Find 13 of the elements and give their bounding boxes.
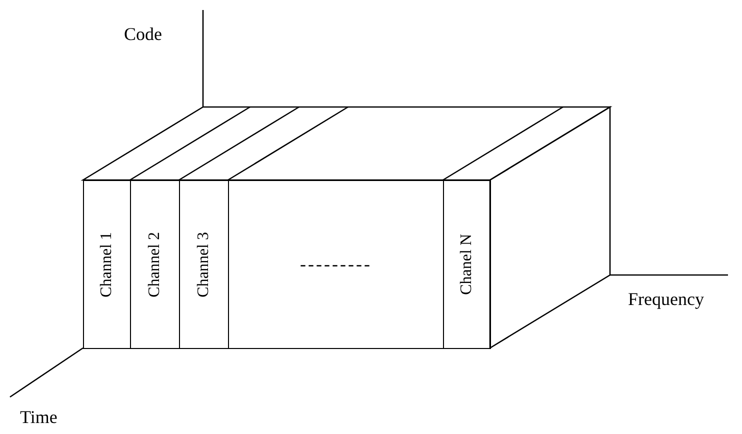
channel-strip: [83, 180, 131, 349]
axis-label: Time: [20, 408, 58, 426]
channel-label: Channel 1: [99, 232, 115, 298]
axis-label: Frequency: [628, 290, 704, 308]
channel-label: Channel 3: [196, 232, 212, 298]
channel-label: Channel 2: [147, 232, 163, 298]
channel-strip: [179, 180, 229, 349]
axis-label: Code: [124, 25, 162, 43]
channel-label: Chanel N: [459, 234, 475, 295]
channel-strip: [443, 180, 491, 349]
ellipsis-dashes: ---------: [300, 253, 372, 276]
channel-gap-box: [228, 180, 444, 349]
channel-strip: [130, 180, 180, 349]
